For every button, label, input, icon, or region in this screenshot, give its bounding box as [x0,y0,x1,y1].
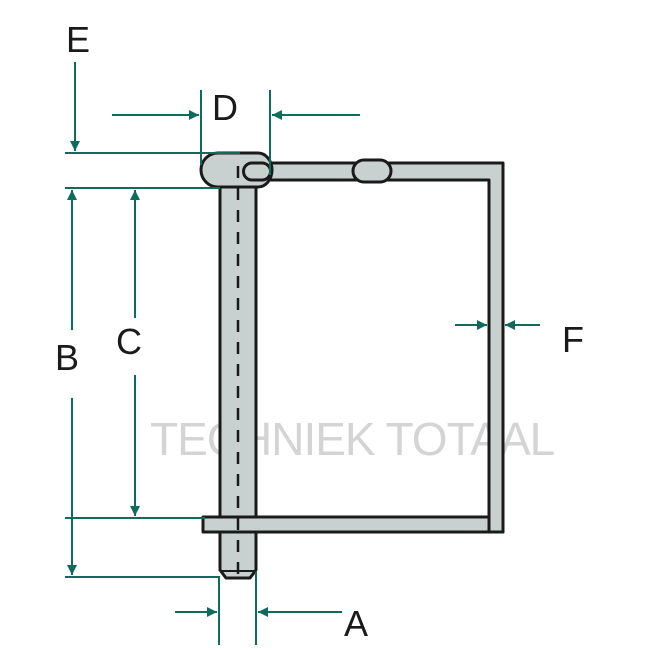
bottom-bar [201,515,505,534]
label-e: E [66,19,90,60]
dimension-a: A [175,572,368,645]
pin-part [199,151,505,580]
label-f: F [562,319,584,360]
wire-sleeve [351,158,393,184]
dimension-b: B [55,190,220,578]
wire-loop [260,161,505,534]
label-d: D [212,87,238,128]
dimension-f: F [455,319,584,360]
label-a: A [344,603,368,644]
dimension-d: D [112,87,360,175]
dimension-e: E [65,19,240,189]
label-b: B [55,337,79,378]
head-slot [242,161,272,182]
dimension-c: C [65,190,205,519]
label-c: C [116,321,142,362]
